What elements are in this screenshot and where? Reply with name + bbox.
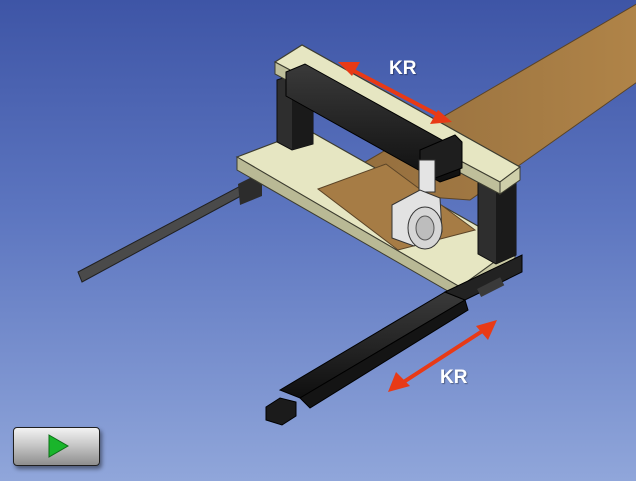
play-icon (48, 434, 69, 458)
gantry-linear-axis (285, 63, 461, 183)
bottom-linear-rail (278, 291, 467, 399)
top-kr-arrow (338, 62, 452, 124)
bottom-kr-arrow (388, 320, 497, 392)
play-button[interactable] (13, 427, 100, 466)
kr-label-bottom: KR (440, 367, 468, 388)
kr-label-top: KR (389, 58, 417, 79)
left-guide-rail (77, 181, 253, 283)
rail-end-block (265, 397, 297, 426)
carriage-post (418, 159, 436, 193)
